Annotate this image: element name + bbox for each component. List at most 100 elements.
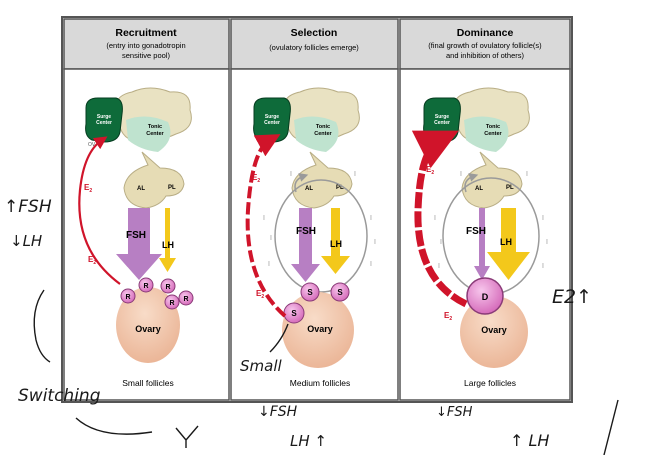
dominant-follicle: D	[466, 277, 504, 315]
surge-center-label-1: Surge	[265, 114, 279, 120]
lh-arrow	[321, 208, 350, 274]
panel-selection: Selection (ovulatory follicles emerge) T…	[230, 18, 399, 401]
ovary-label: Ovary	[307, 324, 333, 334]
hand-mid-fsh-down: ↓FSH	[258, 404, 298, 420]
hand-e2-up: E2↑	[552, 286, 592, 308]
hand-fsh-up: ↑FSH	[4, 197, 52, 217]
selected-follicles: S S S	[283, 282, 350, 324]
svg-text:I: I	[440, 239, 442, 246]
e2-label: E2	[444, 311, 452, 322]
tonic-center-label-2: Center	[484, 131, 502, 137]
e2-feedback-arrow	[245, 134, 287, 318]
panel-caption: Small follicles	[122, 378, 174, 388]
hand-line	[603, 399, 619, 455]
svg-text:I: I	[268, 261, 270, 268]
tonic-center	[294, 116, 339, 152]
tonic-center-label-1: Tonic	[316, 124, 330, 130]
tonic-center-label-2: Center	[314, 131, 332, 137]
inhibition-marks: I I I I I I I I	[434, 171, 548, 270]
e2-label: E2	[256, 289, 264, 300]
fsh-arrow	[474, 208, 490, 280]
pl-label: PL	[336, 185, 344, 191]
svg-text:I: I	[370, 261, 372, 268]
feedback-arrowhead	[294, 173, 309, 193]
surge-center	[85, 97, 123, 143]
e2-feedback-arrow	[411, 130, 468, 308]
svg-text:I: I	[263, 215, 265, 222]
pituitary	[123, 151, 185, 209]
panel-subtitle-1: (ovulatory follicles emerge)	[269, 43, 359, 52]
feedback-arrowhead	[464, 173, 479, 193]
ov-label: OV	[88, 142, 96, 148]
hand-right-fsh-down: ↓FSH	[436, 405, 473, 420]
surge-center-label-2: Center	[264, 120, 280, 126]
panel-title: Selection	[291, 27, 338, 39]
fsh-label: FSH	[126, 230, 146, 241]
panel-caption: Large follicles	[464, 378, 516, 388]
hand-swoosh	[75, 417, 153, 435]
e2-label: E2	[252, 173, 260, 184]
svg-text:R: R	[143, 283, 148, 290]
e2-label: E2	[84, 183, 92, 194]
al-label: AL	[305, 186, 313, 192]
panel-header	[230, 18, 399, 70]
fsh-label: FSH	[296, 226, 316, 237]
hand-lh-down: ↓LH	[10, 232, 42, 250]
ovary-label: Ovary	[481, 325, 507, 335]
panel-subtitle-2: sensitive pool)	[122, 51, 170, 60]
tonic-center-label-1: Tonic	[486, 124, 500, 130]
svg-text:I: I	[290, 171, 292, 178]
lh-arrow	[487, 208, 530, 280]
svg-text:I: I	[434, 215, 436, 222]
ovary-label: Ovary	[135, 324, 161, 334]
hand-small: Small	[240, 357, 282, 375]
svg-text:R: R	[169, 300, 174, 307]
inhibition-marks: I I I I I I I I	[263, 171, 376, 268]
tonic-center-label-2: Center	[146, 131, 164, 137]
panel-subtitle-1: (final growth of ovulatory follicle(s)	[428, 41, 542, 50]
panel-dominance: Dominance (final growth of ovulatory fol…	[399, 18, 571, 401]
lh-arrow	[159, 208, 176, 272]
svg-text:I: I	[542, 263, 544, 270]
lh-label: LH	[162, 240, 174, 250]
tonic-center-label-1: Tonic	[148, 124, 162, 130]
svg-text:I: I	[374, 239, 376, 246]
negative-feedback-loop	[274, 179, 368, 293]
svg-text:I: I	[526, 171, 528, 178]
svg-text:S: S	[307, 288, 313, 297]
surge-center-label-2: Center	[96, 120, 112, 126]
surge-center-label-1: Surge	[435, 114, 449, 120]
hand-right-lh-up: ↑ LH	[510, 431, 549, 450]
panel-title: Dominance	[457, 27, 514, 39]
fsh-arrow	[116, 208, 162, 280]
svg-text:I: I	[354, 171, 356, 178]
tonic-center	[464, 116, 509, 152]
e2-label: E2	[88, 255, 96, 266]
e2-label: E2	[426, 165, 434, 176]
ovary	[460, 296, 528, 368]
svg-text:I: I	[542, 215, 544, 222]
svg-text:S: S	[337, 288, 343, 297]
ovary	[116, 287, 180, 363]
svg-text:S: S	[291, 309, 297, 318]
hand-mid-lh-up: LH ↑	[290, 432, 327, 450]
svg-text:D: D	[482, 292, 489, 302]
surge-center-label-2: Center	[434, 120, 450, 126]
hand-switching: Switching	[18, 386, 101, 406]
hand-pointer	[269, 323, 289, 353]
panel-caption: Medium follicles	[290, 378, 350, 388]
recruited-follicles: R R R R R	[120, 277, 194, 310]
panel-recruitment: Recruitment (entry into gonadotropin sen…	[63, 18, 230, 401]
svg-text:I: I	[270, 235, 272, 242]
svg-text:I: I	[460, 171, 462, 178]
svg-text:I: I	[370, 215, 372, 222]
surge-center-label-1: Surge	[97, 114, 111, 120]
tonic-center	[126, 116, 171, 152]
lh-label: LH	[500, 237, 512, 247]
pl-label: PL	[506, 185, 514, 191]
hand-bracket	[33, 289, 51, 363]
svg-text:I: I	[438, 263, 440, 270]
lh-label: LH	[330, 239, 342, 249]
fsh-label: FSH	[466, 226, 486, 237]
